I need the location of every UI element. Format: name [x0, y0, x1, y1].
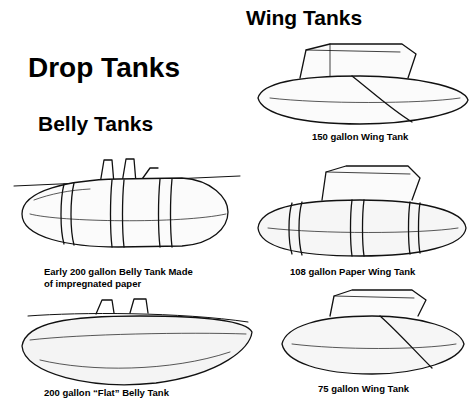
section-heading: Wing Tanks [246, 6, 362, 30]
section-heading: Belly Tanks [38, 112, 153, 136]
tank-caption: 108 gallon Paper Wing Tank [290, 266, 415, 278]
tank-caption: Early 200 gallon Belly Tank Made of impr… [44, 266, 204, 290]
tank-caption: 150 gallon Wing Tank [312, 131, 408, 143]
tank-caption: 200 gallon “Flat” Belly Tank [44, 387, 169, 399]
tank-caption: 75 gallon Wing Tank [318, 383, 409, 395]
title: Drop Tanks [28, 52, 180, 84]
